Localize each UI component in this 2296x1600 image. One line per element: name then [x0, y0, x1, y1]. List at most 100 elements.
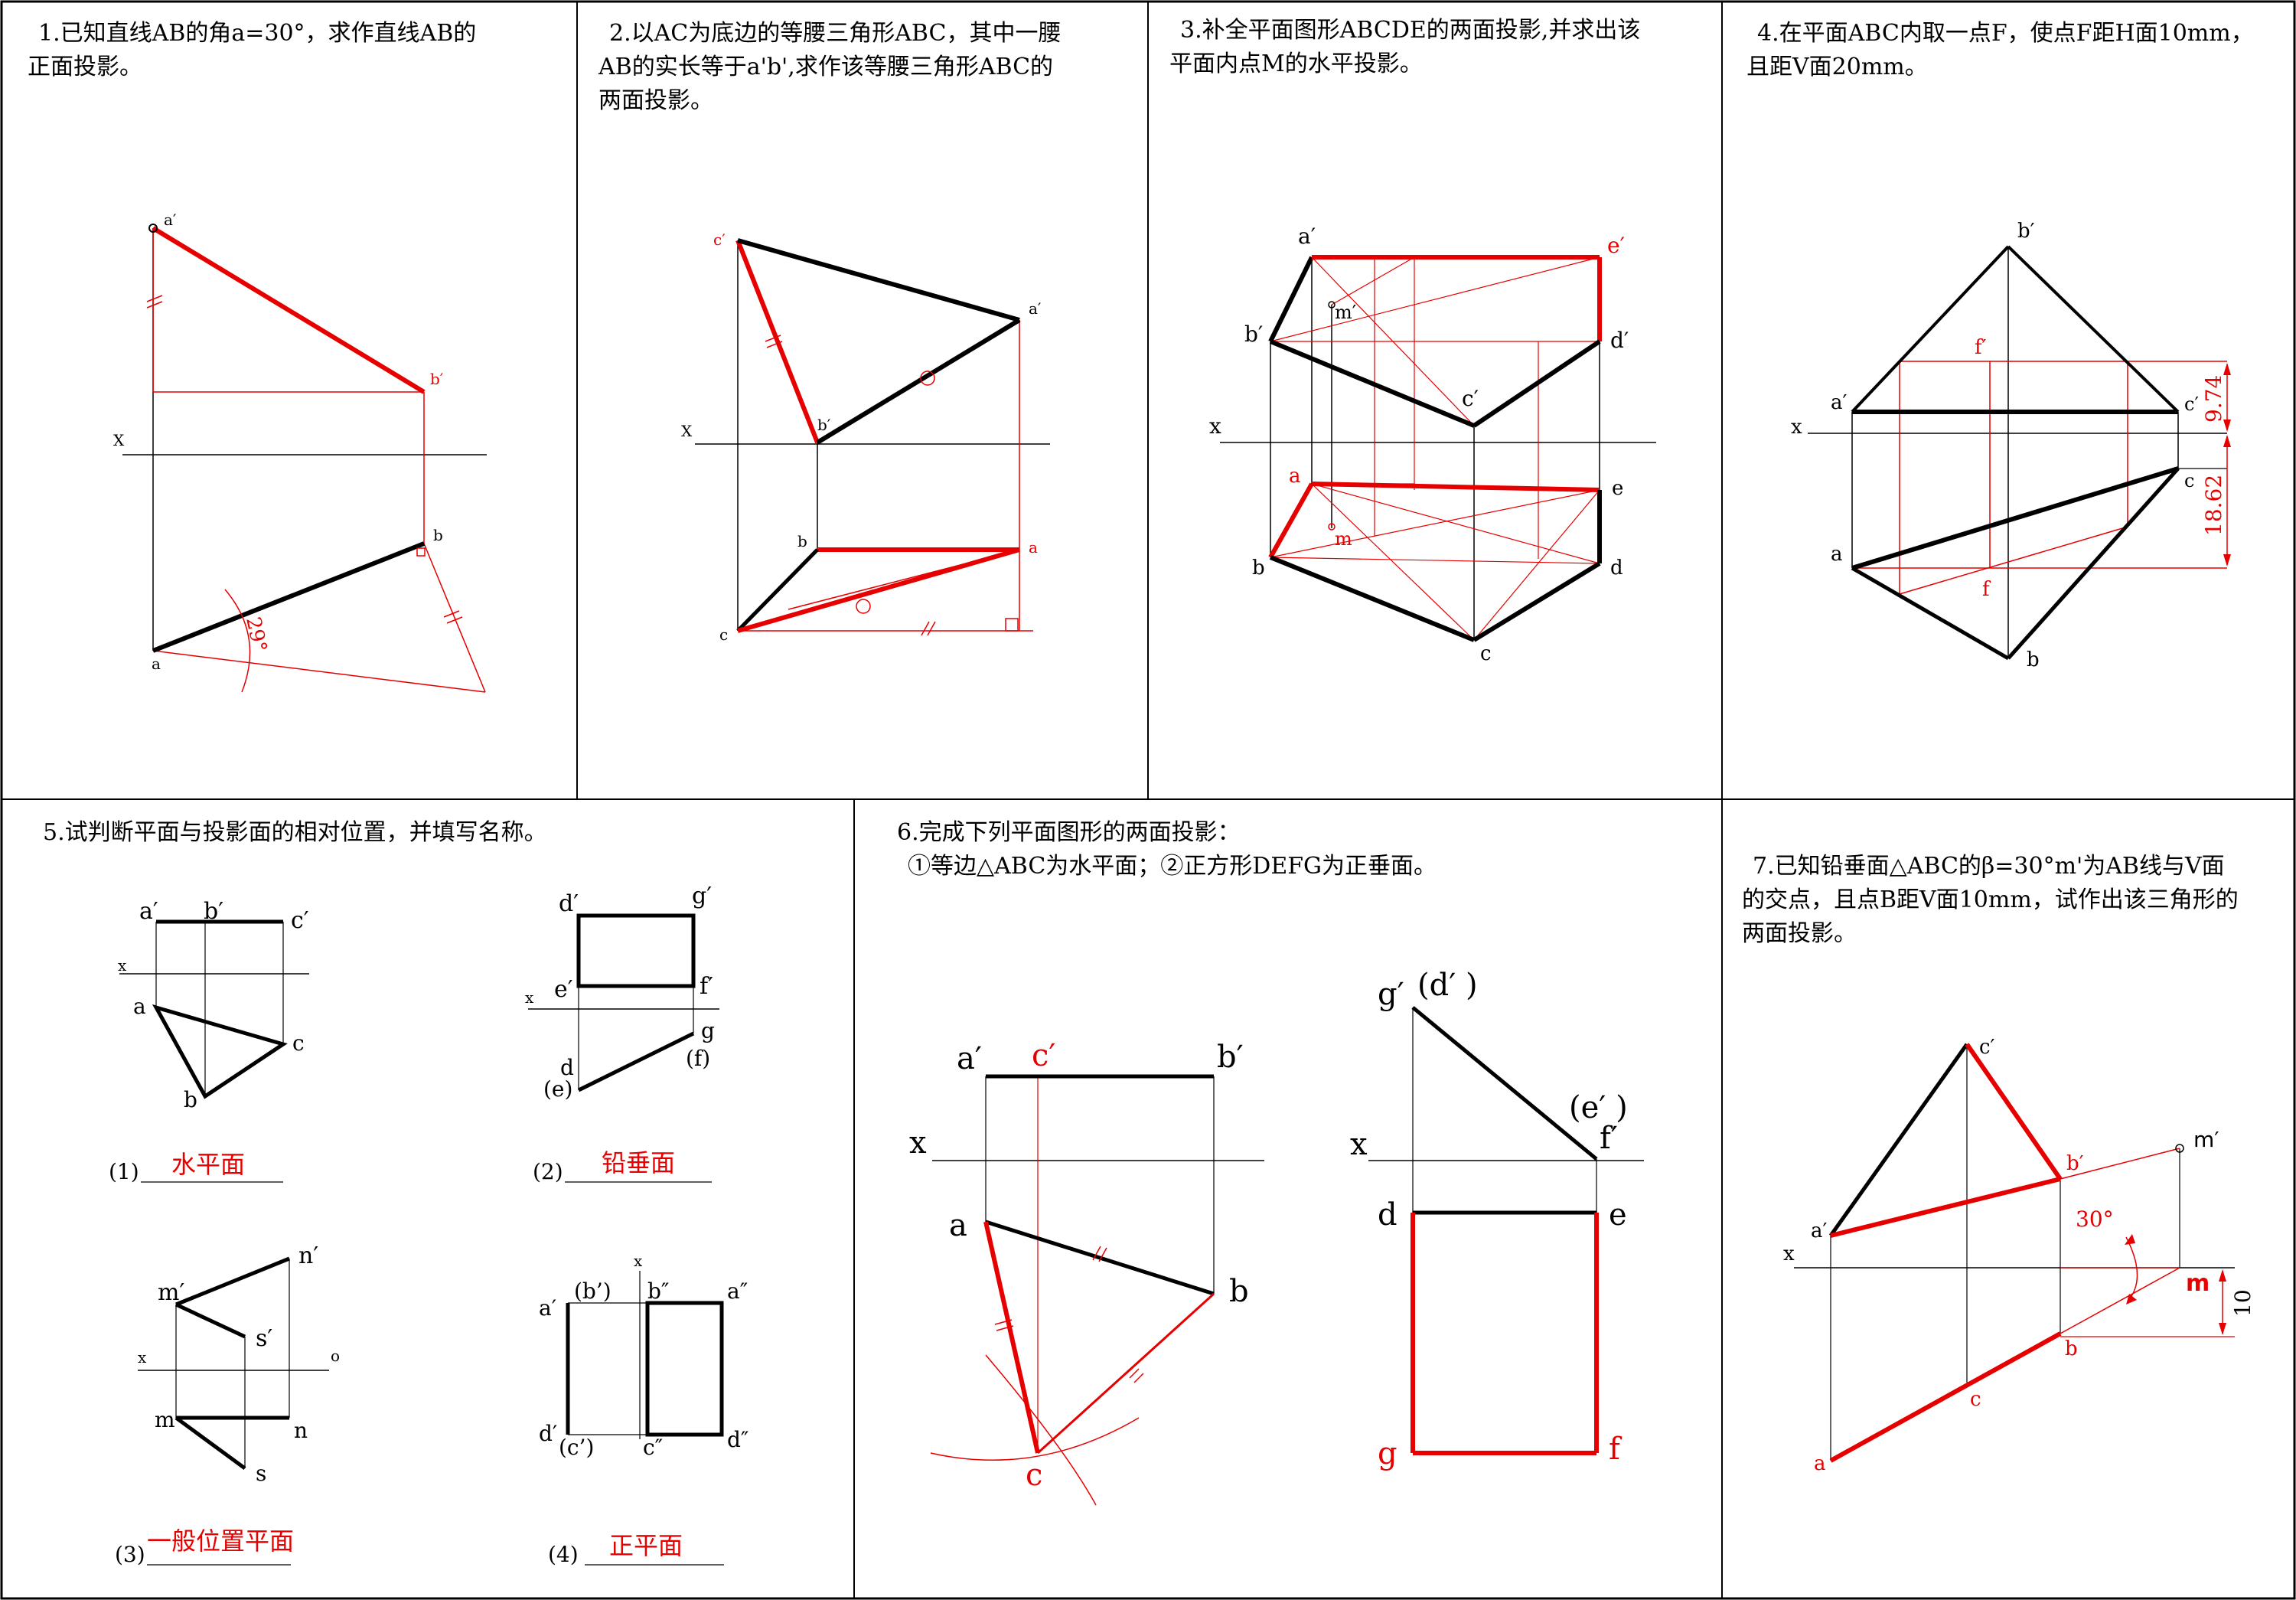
construction-line: [1331, 256, 1415, 305]
label-f: (f): [686, 1046, 710, 1071]
construction-line: [1311, 483, 1600, 564]
construction-line: [152, 650, 486, 693]
construction-line: [1473, 489, 1600, 641]
label-d-dprime: d″: [727, 1427, 748, 1452]
label-e: e: [1612, 477, 1623, 500]
point-marker: [148, 224, 158, 233]
label-c-prime: c′: [2184, 393, 2199, 415]
edge-ab: [985, 1220, 1215, 1296]
label-g-prime: g′: [692, 883, 712, 909]
label-g: g: [701, 1018, 715, 1043]
label-c: c: [292, 1030, 305, 1056]
label-d-prime: d′: [1610, 328, 1629, 353]
problem-1-prompt: 1.已知直线AB的角a=30°，求作直线AB的 正面投影。: [28, 17, 476, 84]
label-a: a: [133, 994, 146, 1019]
construction-line: [1270, 256, 1600, 342]
problem-5-sub-2: d′ g′ e′ f′ x g (f) d (e) (2) 铅垂面: [525, 883, 719, 1184]
construction-line: [2060, 1267, 2180, 1334]
tick-mark: [146, 301, 163, 309]
construction-line: [423, 543, 486, 693]
answer-text: 水平面: [171, 1150, 245, 1179]
edge-ab: [1851, 566, 2010, 661]
edge-dc-prime: [1473, 339, 1601, 428]
arrow-head: [2219, 1323, 2226, 1335]
label-f-prime: f′: [1600, 1121, 1618, 1156]
label-a-prime: a′: [1831, 391, 1848, 414]
label-a-prime: a′: [1811, 1220, 1828, 1242]
answer-text: 正平面: [609, 1531, 683, 1560]
label-c-prime: c′: [1462, 386, 1479, 411]
answer-text: 铅垂面: [602, 1148, 675, 1177]
edge-ca-prime: [737, 238, 1020, 322]
label-b-prime: b′: [2066, 1152, 2084, 1175]
label-x: x: [138, 1348, 147, 1367]
label-s-prime: s′: [256, 1325, 272, 1352]
label-d: d: [560, 1055, 574, 1080]
prompt-line: 2.以AC为底边的等腰三角形ABC，其中一腰: [609, 20, 1062, 47]
problem-2-prompt: 2.以AC为底边的等腰三角形ABC，其中一腰 AB的实长等于a'b',求作该等腰…: [598, 17, 1061, 118]
prompt-line: 两面投影。: [1742, 920, 1857, 947]
label-e-prime: e′: [554, 976, 573, 1003]
label-b-prime: b′: [1217, 1040, 1244, 1075]
label-x-2: x: [1350, 1127, 1368, 1162]
tick-mark: [1098, 1247, 1107, 1262]
label-x: X: [681, 422, 693, 440]
label-b: b: [1229, 1274, 1249, 1309]
angle-arc: [224, 589, 251, 693]
line-ab-prime: [152, 226, 426, 394]
label-b-prime: b′: [430, 370, 444, 388]
line-ab: [152, 541, 426, 653]
problem-6-prompt: 6.完成下列平面图形的两面投影： ①等边△ABC为水平面；②正方形DEFG为正垂…: [897, 816, 1437, 883]
label-x: x: [634, 1252, 643, 1270]
label-b: b: [797, 532, 807, 550]
edge-cb-prime: [1965, 1043, 2063, 1180]
label-a: a: [949, 1208, 967, 1243]
prompt-line: 3.补全平面图形ABCDE的两面投影,并求出该: [1180, 17, 1641, 44]
label-e-paren: (e′ ): [1569, 1090, 1628, 1125]
construction-line: [1899, 526, 2128, 595]
label-a-prime: a′: [1298, 224, 1316, 249]
edge-dg: [577, 1031, 695, 1092]
sub-number: (3): [115, 1542, 145, 1567]
label-d-prime: d′: [559, 890, 579, 917]
label-e-prime: e′: [1607, 233, 1625, 258]
edge-ms: [174, 1416, 246, 1471]
edge-ms-prime: [174, 1302, 246, 1339]
label-x: X: [113, 431, 125, 449]
edge-bc: [736, 548, 819, 632]
label-m: m: [1335, 528, 1352, 550]
construction-line: [2060, 1148, 2180, 1180]
label-g-prime: g′: [1378, 977, 1404, 1012]
label-x: x: [1783, 1242, 1795, 1265]
edge-ba-prime: [816, 318, 1021, 445]
label-b-prime: b′: [1244, 322, 1263, 347]
answer-text: 一般位置平面: [147, 1527, 294, 1556]
problem-7-prompt: 7.已知铅垂面△ABC的β=30°m'为AB线与V面 的交点，且点B距V面10m…: [1742, 850, 2239, 951]
tick-mark: [443, 610, 460, 618]
label-m: m: [155, 1407, 175, 1432]
edge-bc: [1269, 555, 1476, 642]
label-dim-1: 9.74: [2201, 375, 2226, 423]
edge-gf-prime: [1411, 1006, 1598, 1161]
arrow-head: [2223, 554, 2231, 567]
sub-number: (2): [533, 1159, 563, 1184]
label-e: e: [1609, 1197, 1627, 1233]
prompt-line: ①等边△ABC为水平面；②正方形DEFG为正垂面。: [908, 853, 1437, 880]
label-b: b: [2065, 1337, 2078, 1360]
label-f-prime: f′: [1975, 336, 1987, 359]
tick-mark: [1129, 1368, 1140, 1379]
edge-ae: [1311, 482, 1600, 492]
arc: [985, 1354, 1097, 1506]
prompt-line: 1.已知直线AB的角a=30°，求作直线AB的: [38, 20, 477, 47]
tick-mark: [765, 335, 781, 342]
tick-mark: [446, 616, 463, 624]
label-b: b: [1252, 557, 1265, 580]
arrow-head: [2223, 363, 2231, 375]
edge-ab: [1829, 1331, 2062, 1463]
arrow-head: [2126, 1294, 2137, 1304]
point-m-prime-marker: [2175, 1144, 2184, 1153]
label-e: (e): [543, 1076, 572, 1102]
arc: [930, 1417, 1140, 1461]
